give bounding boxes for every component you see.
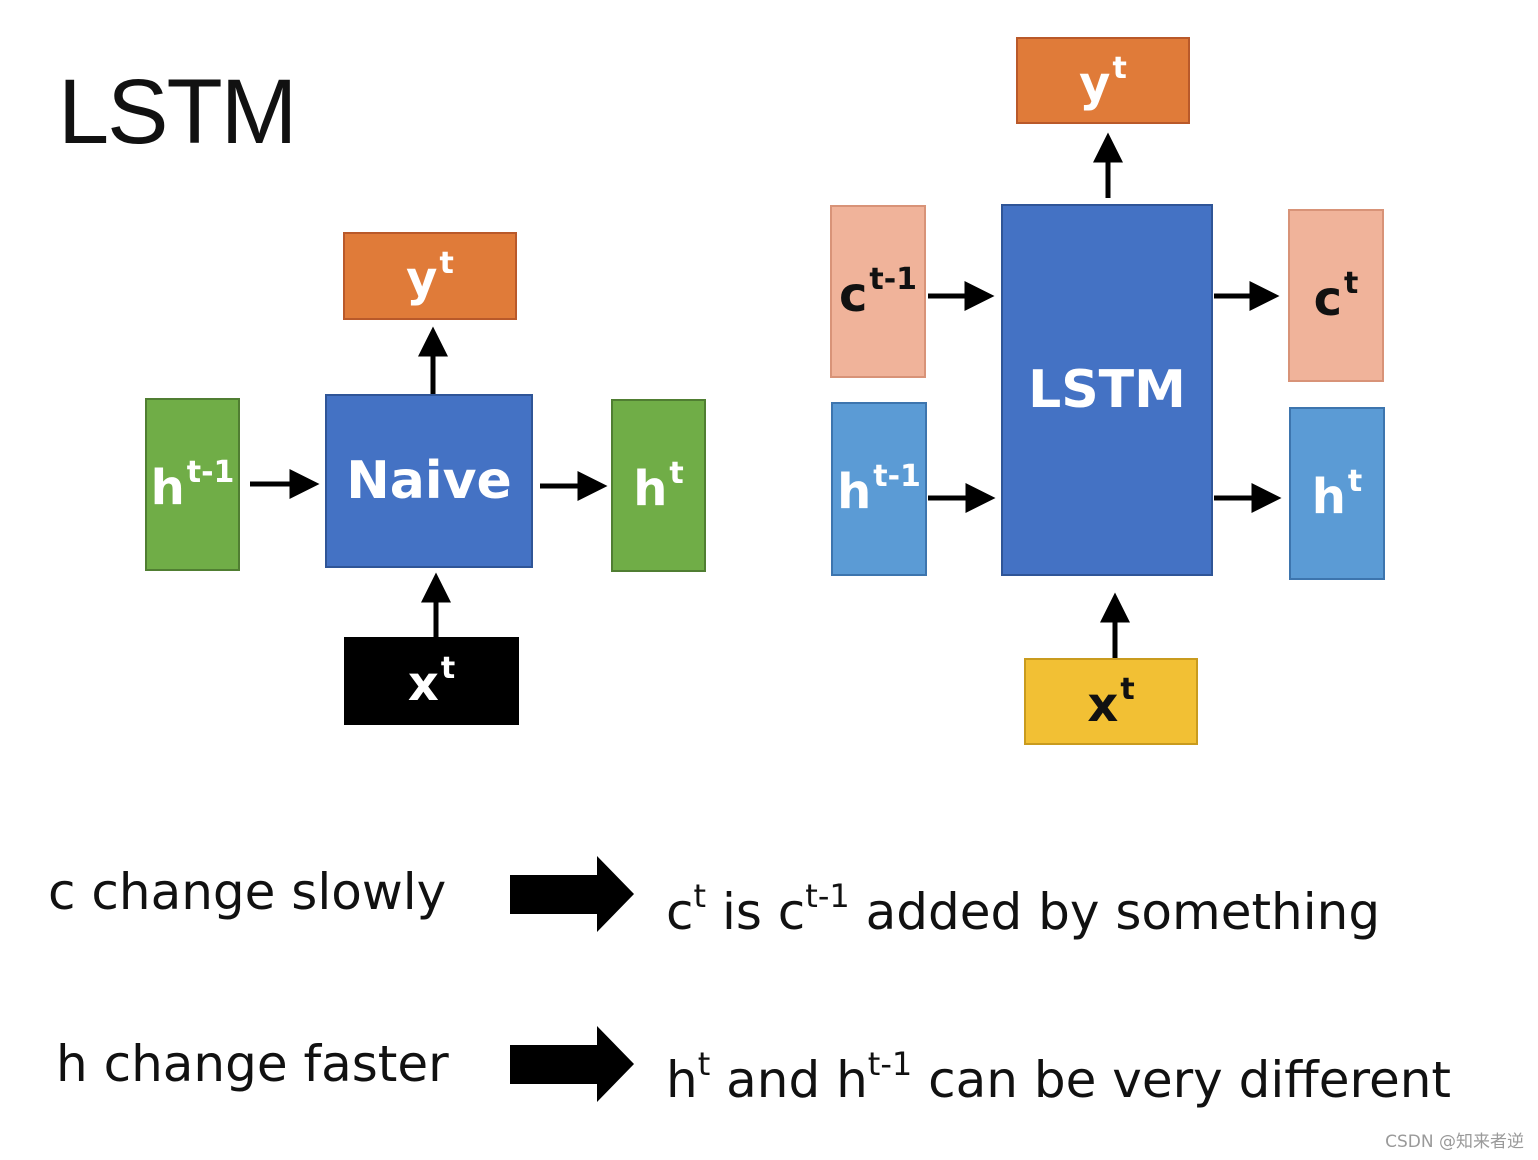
naive-input-x-box: xt <box>344 637 519 725</box>
naive-hidden-in-label: ht-1 <box>150 454 235 516</box>
naive-input-label: xt <box>407 651 456 712</box>
statement-1-right: ct is ct-1 added by something <box>666 877 1381 941</box>
naive-hidden-out-box: ht <box>611 399 706 572</box>
naive-core-box: Naive <box>325 394 533 568</box>
lstm-input-label: xt <box>1087 671 1135 733</box>
statement-1-block-arrow <box>510 856 634 932</box>
statement-2-block-arrow <box>510 1026 634 1102</box>
watermark: CSDN @知来者逆 <box>1385 1132 1524 1152</box>
lstm-output-y-box: yt <box>1016 37 1190 124</box>
lstm-output-label: yt <box>1079 50 1127 112</box>
lstm-cell-in-box: ct-1 <box>830 205 926 378</box>
lstm-hidden-in-box: ht-1 <box>831 402 927 576</box>
lstm-cell-out-label: ct <box>1313 265 1359 327</box>
naive-hidden-in-box: ht-1 <box>145 398 240 571</box>
lstm-hidden-in-label: ht-1 <box>837 459 921 520</box>
lstm-core-box: LSTM <box>1001 204 1213 576</box>
naive-output-y-box: yt <box>343 232 517 320</box>
lstm-hidden-out-box: ht <box>1289 407 1385 580</box>
statement-1-left: c change slowly <box>48 863 447 921</box>
statement-2-right: ht and ht-1 can be very different <box>666 1045 1451 1109</box>
naive-core-label: Naive <box>346 451 512 511</box>
statement-2-left: h change faster <box>56 1035 449 1093</box>
lstm-cell-in-label: ct-1 <box>838 261 918 323</box>
lstm-input-x-box: xt <box>1024 658 1198 745</box>
naive-hidden-out-label: ht <box>633 455 684 517</box>
naive-output-label: yt <box>406 246 454 307</box>
lstm-hidden-out-label: ht <box>1311 463 1363 525</box>
lstm-cell-out-box: ct <box>1288 209 1384 382</box>
lstm-core-label: LSTM <box>1028 360 1186 420</box>
slide-title: LSTM <box>58 61 297 163</box>
